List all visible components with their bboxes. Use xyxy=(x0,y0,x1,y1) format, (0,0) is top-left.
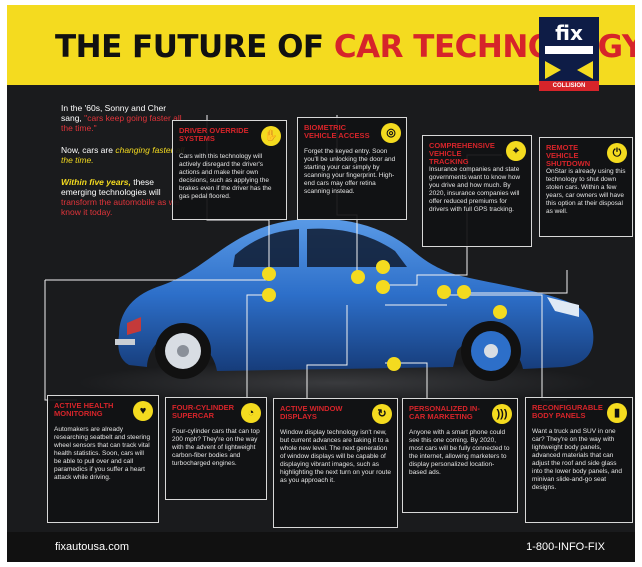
feature-remote-shutdown: REMOTE VEHICLE SHUTDOWN ⏻ OnStar is alre… xyxy=(539,137,633,237)
hotspot-dot[interactable] xyxy=(376,260,390,274)
title-bar: THE FUTURE OF CAR TECHNOLOGY xyxy=(7,5,635,85)
feature-driver-override: DRIVER OVERRIDE SYSTEMS ✋ Cars with this… xyxy=(172,120,287,220)
feature-text: Four-cylinder cars that can top 200 mph?… xyxy=(172,428,260,467)
speedometer-icon: ◔ xyxy=(241,403,261,423)
hotspot-dot[interactable] xyxy=(387,357,401,371)
intro-text: In the '60s, Sonny and Cher sang, "cars … xyxy=(61,103,189,229)
infographic-poster: THE FUTURE OF CAR TECHNOLOGY fix COLLISI… xyxy=(7,5,635,562)
car-taillight xyxy=(127,317,141,335)
car-headlight xyxy=(547,297,579,317)
feature-text: Window display technology isn't new, but… xyxy=(280,429,391,484)
fix-auto-logo[interactable]: fix COLLISION xyxy=(539,17,599,91)
hotspot-dot[interactable] xyxy=(262,288,276,302)
logo-arrow-right-icon xyxy=(577,61,593,79)
feature-health-monitoring: ACTIVE HEALTH MONITORING ♥ Automakers ar… xyxy=(47,395,159,523)
panels-icon: ▮ xyxy=(607,403,627,423)
feature-biometric-access: BIOMETRIC VEHICLE ACCESS ◎ Forget the ke… xyxy=(297,117,407,220)
car-rear-window xyxy=(233,229,299,267)
rear-bumper xyxy=(115,339,135,345)
hotspot-dot[interactable] xyxy=(351,270,365,284)
hotspot-dot[interactable] xyxy=(437,285,451,299)
hotspot-dot[interactable] xyxy=(493,305,507,319)
feature-title: FOUR-CYLINDER SUPERCAR xyxy=(172,403,235,420)
website-link[interactable]: fixautousa.com xyxy=(55,541,129,553)
feature-window-displays: ACTIVE WINDOW DISPLAYS ↻ Window display … xyxy=(273,398,398,528)
logo-arrow-left-icon xyxy=(545,61,561,79)
feature-title: RECONFIGURABLE BODY PANELS xyxy=(532,403,603,420)
feature-text: Anyone with a smart phone could see this… xyxy=(409,429,510,476)
intro-line-1: In the '60s, Sonny and Cher sang, xyxy=(61,103,167,123)
car-illustration xyxy=(77,218,597,405)
feature-title: DRIVER OVERRIDE SYSTEMS xyxy=(179,126,249,143)
feature-four-cylinder: FOUR-CYLINDER SUPERCAR ◔ Four-cylinder c… xyxy=(165,397,267,500)
fingerprint-icon: ◎ xyxy=(381,123,401,143)
feature-title: COMPREHENSIVE VEHICLE TRACKING xyxy=(429,141,495,166)
feature-title: ACTIVE HEALTH MONITORING xyxy=(54,401,114,418)
logo-stripe xyxy=(545,46,593,54)
hand-icon: ✋ xyxy=(261,126,281,146)
feature-text: Want a truck and SUV in one car? They're… xyxy=(532,428,622,491)
phone-number[interactable]: 1-800-INFO-FIX xyxy=(526,541,605,553)
intro-line-2: Now, cars are xyxy=(61,145,113,155)
intro-line-3: these emerging technologies will xyxy=(61,177,161,197)
hotspot-dot[interactable] xyxy=(262,267,276,281)
intro-line-3-end: transform the automobile as we know it t… xyxy=(61,197,180,217)
hotspot-dot[interactable] xyxy=(457,285,471,299)
feature-text: OnStar is already using this technology … xyxy=(546,168,626,215)
hotspot-dot[interactable] xyxy=(376,280,390,294)
location-pin-icon: ⌖ xyxy=(506,141,526,161)
feature-vehicle-tracking: COMPREHENSIVE VEHICLE TRACKING ⌖ Insuran… xyxy=(422,135,532,247)
signal-icon: ))) xyxy=(492,404,512,424)
feature-text: Insurance companies and state government… xyxy=(429,166,521,213)
power-icon: ⏻ xyxy=(607,143,627,163)
intro-quote: "cars keep going faster all the time." xyxy=(61,113,182,133)
logo-collision-label: COLLISION xyxy=(539,81,599,91)
logo-wordmark: fix xyxy=(555,21,583,45)
intro-highlight: changing faster all the time. xyxy=(61,145,185,165)
footer-bar: fixautousa.com 1-800-INFO-FIX xyxy=(7,532,635,562)
intro-five-years: Within five years, xyxy=(61,177,131,187)
feature-text: Automakers are already researching seatb… xyxy=(54,426,151,481)
feature-body-panels: RECONFIGURABLE BODY PANELS ▮ Want a truc… xyxy=(525,397,633,523)
title-part-1: THE FUTURE OF xyxy=(55,29,324,65)
feature-text: Forget the keyed entry. Soon you'll be u… xyxy=(304,148,396,195)
arrow-icon: ↻ xyxy=(372,404,392,424)
feature-in-car-marketing: PERSONALIZED IN-CAR MARKETING ))) Anyone… xyxy=(402,398,518,513)
feature-title: ACTIVE WINDOW DISPLAYS xyxy=(280,404,343,421)
feature-title: PERSONALIZED IN-CAR MARKETING xyxy=(409,404,480,421)
feature-text: Cars with this technology will actively … xyxy=(179,153,272,200)
feature-title: REMOTE VEHICLE SHUTDOWN xyxy=(546,143,591,168)
heart-drop-icon: ♥ xyxy=(133,401,153,421)
feature-title: BIOMETRIC VEHICLE ACCESS xyxy=(304,123,370,140)
